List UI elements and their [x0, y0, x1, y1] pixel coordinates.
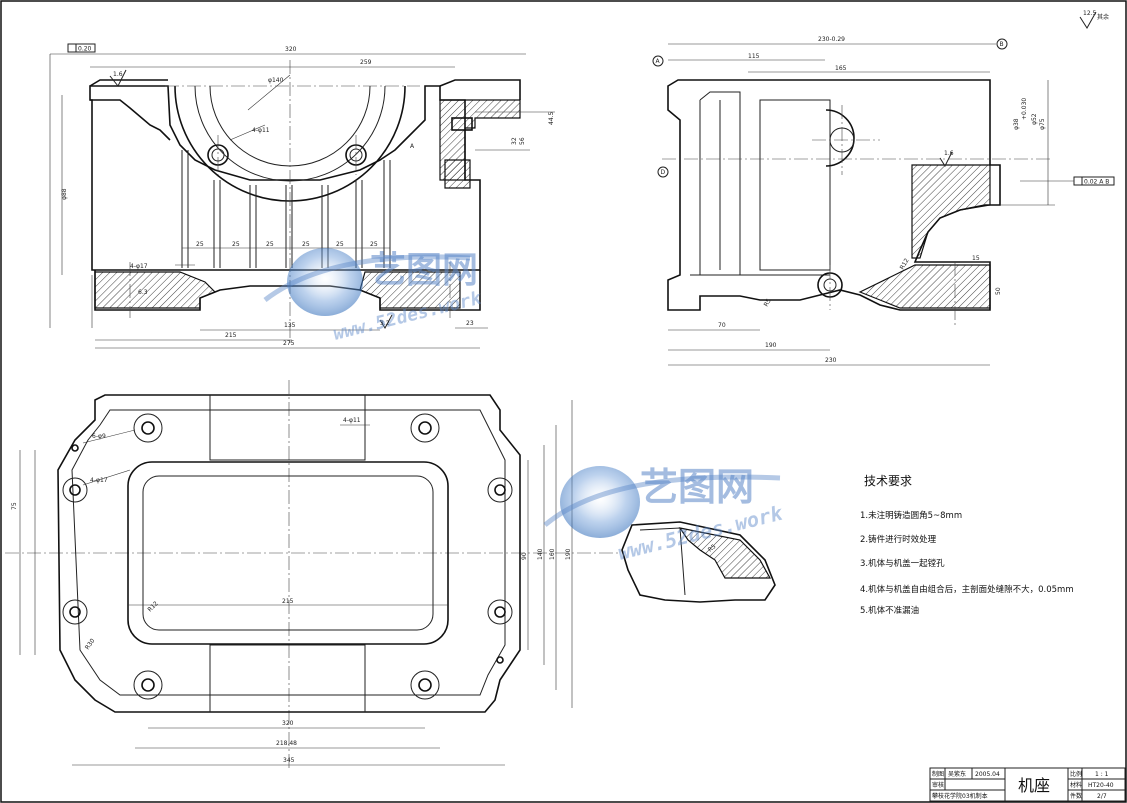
svg-text:比例: 比例	[1070, 770, 1082, 778]
svg-text:12.5: 12.5	[1083, 10, 1097, 17]
svg-text:345: 345	[283, 757, 295, 764]
svg-text:R5: R5	[763, 297, 773, 308]
svg-text:+0.030: +0.030	[1021, 98, 1028, 120]
svg-text:R30: R30	[84, 637, 97, 651]
svg-text:218.48: 218.48	[276, 740, 297, 747]
svg-text:115: 115	[748, 53, 760, 60]
svg-text:50: 50	[995, 287, 1002, 295]
svg-text:A: A	[410, 143, 415, 150]
svg-text:6.3: 6.3	[138, 289, 148, 296]
svg-text:1.6: 1.6	[113, 71, 123, 78]
svg-text:件数: 件数	[1070, 792, 1082, 800]
tech-item: 1.未注明铸造圆角5~8mm	[860, 510, 962, 521]
svg-text:其余: 其余	[1097, 13, 1109, 21]
svg-text:4-φ11: 4-φ11	[252, 127, 270, 134]
svg-text:25: 25	[370, 241, 378, 248]
detail-section: R5	[621, 521, 776, 603]
plan-bolt-holes	[62, 413, 513, 700]
front-view: 0.20 320 259 φ88	[49, 43, 555, 349]
svg-text:215: 215	[282, 598, 294, 605]
svg-text:HT20-40: HT20-40	[1088, 782, 1114, 789]
svg-text:审核: 审核	[932, 781, 944, 789]
svg-text:25: 25	[196, 241, 204, 248]
svg-text:32: 32	[511, 137, 518, 145]
svg-text:4-φ17: 4-φ17	[130, 263, 148, 270]
svg-text:44.5: 44.5	[548, 111, 555, 125]
svg-text:φ140: φ140	[268, 77, 284, 84]
svg-text:R5: R5	[707, 543, 718, 554]
svg-text:215: 215	[225, 332, 237, 339]
svg-text:4-φ11: 4-φ11	[343, 417, 361, 424]
svg-text:25: 25	[266, 241, 274, 248]
svg-text:A: A	[656, 58, 661, 65]
svg-text:φ52: φ52	[1031, 113, 1038, 125]
svg-text:攀枝花学院03机制本: 攀枝花学院03机制本	[932, 792, 988, 800]
svg-text:φ88: φ88	[61, 188, 68, 200]
svg-text:材料: 材料	[1070, 781, 1082, 789]
svg-text:275: 275	[283, 340, 295, 347]
roughness-symbol: 12.5 其余	[1079, 10, 1109, 29]
svg-text:B: B	[1000, 41, 1004, 48]
svg-text:25: 25	[302, 241, 310, 248]
svg-text:160: 160	[549, 548, 556, 560]
svg-text:140: 140	[537, 548, 544, 560]
front-ribs	[181, 150, 391, 268]
svg-text:75: 75	[11, 502, 18, 510]
svg-text:90: 90	[521, 552, 528, 560]
svg-text:230: 230	[825, 357, 837, 364]
tech-title: 技术要求	[864, 474, 912, 488]
svg-text:190: 190	[565, 548, 572, 560]
technical-requirements: 技术要求 1.未注明铸造圆角5~8mm 2.铸件进行时效处理 3.机体与机盖一起…	[860, 474, 1074, 616]
side-view: A B D 230-0.29 115 165 φ75 φ52	[652, 36, 1115, 366]
svg-text:制图: 制图	[932, 770, 944, 778]
svg-text:D: D	[661, 169, 666, 176]
tech-item: 3.机体与机盖一起镗孔	[860, 558, 945, 569]
svg-text:25: 25	[336, 241, 344, 248]
svg-text:15: 15	[972, 255, 980, 262]
svg-text:吴紫东: 吴紫东	[948, 770, 966, 778]
tech-item: 2.铸件进行时效处理	[860, 534, 937, 545]
svg-text:6-φ9: 6-φ9	[92, 433, 106, 440]
svg-text:320: 320	[282, 720, 294, 727]
svg-text:190: 190	[765, 342, 777, 349]
svg-text:320: 320	[285, 46, 297, 53]
svg-text:230-0.29: 230-0.29	[818, 36, 845, 43]
svg-text:2/7: 2/7	[1097, 793, 1107, 800]
svg-text:165: 165	[835, 65, 847, 72]
svg-text:φ75: φ75	[1039, 118, 1046, 130]
svg-text:4-φ17: 4-φ17	[90, 477, 108, 484]
svg-text:φ38: φ38	[1013, 118, 1020, 130]
svg-text:2005.04: 2005.04	[975, 771, 1000, 778]
svg-text:1 : 1: 1 : 1	[1095, 771, 1109, 778]
part-name: 机座	[1018, 776, 1050, 795]
svg-text:259: 259	[360, 59, 372, 66]
svg-text:70: 70	[718, 322, 726, 329]
title-block: 制图 吴紫东 2005.04 审核 攀枝花学院03机制本 机座 比例 1 : 1…	[929, 767, 1126, 802]
svg-text:23: 23	[466, 320, 474, 327]
svg-text:艺图网: 艺图网	[640, 465, 754, 509]
svg-text:R12: R12	[146, 600, 159, 613]
svg-text:3.2: 3.2	[380, 320, 390, 327]
svg-text:0.02 A B: 0.02 A B	[1084, 179, 1109, 186]
plan-view: 75 90 140 160 190 215 320 218.48 345 6-φ…	[5, 380, 620, 770]
tech-item: 5.机体不准漏油	[860, 605, 919, 616]
tech-item: 4.机体与机盖自由组合后，主剖面处缝隙不大，0.05mm	[860, 584, 1074, 595]
svg-text:1.6: 1.6	[944, 150, 954, 157]
svg-text:0.20: 0.20	[78, 46, 92, 53]
svg-text:56: 56	[519, 137, 526, 145]
svg-text:艺图网: 艺图网	[370, 250, 478, 291]
svg-text:135: 135	[284, 322, 296, 329]
svg-text:25: 25	[232, 241, 240, 248]
